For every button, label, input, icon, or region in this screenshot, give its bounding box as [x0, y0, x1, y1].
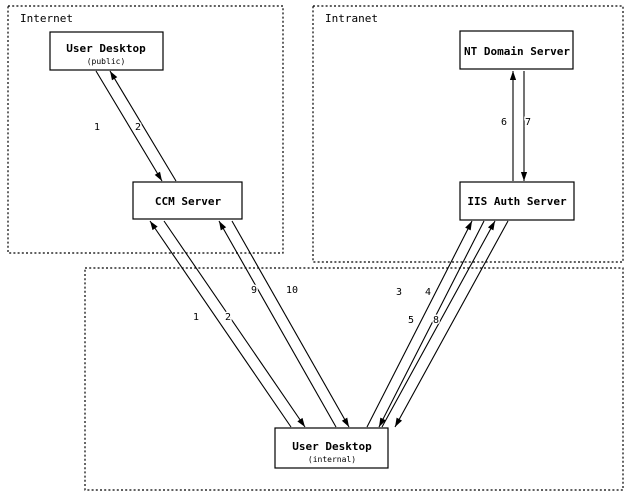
- step-label-flow-3: 3: [396, 287, 402, 298]
- arrow-head-icon-flow-4: [379, 417, 386, 427]
- arrow-head-icon-flow-6: [509, 71, 517, 80]
- step-label-flow-2-public: 2: [135, 122, 141, 133]
- connector-flow-5: [381, 220, 496, 428]
- step-label-flow-1-internal: 1: [193, 312, 199, 323]
- connector-line-flow-2-public: [109, 70, 177, 182]
- arrow-head-icon-flow-9: [219, 221, 227, 231]
- connector-flow-7: [520, 71, 528, 181]
- connector-line-flow-1-internal: [149, 220, 292, 428]
- node-ccm-server: CCM Server: [132, 181, 243, 220]
- step-label-flow-10: 10: [286, 285, 298, 296]
- arrow-head-icon-flow-5: [487, 221, 495, 231]
- arrow-head-icon-flow-1-public: [154, 171, 162, 181]
- zone-label-intranet: Intranet: [325, 12, 378, 25]
- zone-internet: Internet: [7, 5, 284, 254]
- step-label-halo-flow-1-internal: 1: [193, 312, 199, 323]
- step-label-flow-2-internal: 2: [225, 312, 231, 323]
- connector-line-flow-5: [381, 220, 496, 428]
- flows-layer: [95, 70, 528, 428]
- step-label-halo-flow-8: 8: [433, 315, 439, 326]
- step-label-flow-7: 7: [525, 117, 531, 128]
- connector-flow-1-internal: [149, 220, 292, 428]
- zone-boundary-internal-lan: [84, 267, 624, 491]
- arrow-head-icon-flow-2-public: [110, 71, 118, 81]
- node-subtitle-user-desktop-public: (public): [87, 57, 126, 66]
- connector-flow-9: [218, 220, 337, 428]
- node-iis-auth-server: IIS Auth Server: [459, 181, 575, 221]
- arrow-head-icon-flow-2-internal: [297, 417, 305, 427]
- node-subtitle-user-desktop-internal: (internal): [308, 455, 356, 464]
- connector-line-flow-3: [366, 220, 473, 428]
- connector-flow-1-public: [95, 70, 163, 182]
- step-label-halo-flow-2-internal: 2: [225, 312, 231, 323]
- step-label-flow-5: 5: [408, 315, 414, 326]
- step-label-flow-4: 4: [425, 287, 431, 298]
- step-label-halo-flow-2-public: 2: [135, 122, 141, 133]
- arrow-head-icon-flow-7: [520, 172, 528, 181]
- zone-boundary-internet: [7, 5, 284, 254]
- connector-line-flow-4: [378, 220, 485, 428]
- arrow-head-icon-flow-3: [465, 221, 472, 231]
- connector-flow-2-public: [109, 70, 177, 182]
- step-label-halo-flow-10: 10: [286, 285, 298, 296]
- connector-flow-2-internal: [163, 220, 306, 428]
- node-title-nt-domain-server: NT Domain Server: [464, 45, 570, 58]
- arrow-head-icon-flow-1-internal: [150, 221, 158, 231]
- zone-intranet: Intranet: [312, 5, 624, 263]
- node-box-iis-auth-server: [459, 181, 575, 221]
- zone-label-internet: Internet: [20, 12, 73, 25]
- step-label-flow-9: 9: [251, 285, 257, 296]
- step-label-halo-flow-6: 6: [501, 117, 507, 128]
- step-label-halo-flow-1-public: 1: [94, 122, 100, 133]
- zones-layer: Internet Intranet: [7, 5, 624, 491]
- connector-line-flow-1-public: [95, 70, 163, 182]
- connector-flow-10: [231, 220, 350, 428]
- connector-flow-8: [394, 220, 509, 428]
- connector-line-flow-8: [394, 220, 509, 428]
- node-box-user-desktop-public: [49, 31, 164, 71]
- nodes-layer: User Desktop (public) CCM Server NT Domain …: [49, 30, 575, 469]
- step-label-flow-6: 6: [501, 117, 507, 128]
- connector-line-flow-9: [218, 220, 337, 428]
- step-label-halo-flow-4: 4: [425, 287, 431, 298]
- step-label-halo-flow-9: 9: [251, 285, 257, 296]
- node-title-user-desktop-public: User Desktop: [66, 42, 146, 55]
- zone-internal-lan: [84, 267, 624, 491]
- node-title-ccm-server: CCM Server: [155, 195, 222, 208]
- connector-line-flow-10: [231, 220, 350, 428]
- step-label-halo-flow-7: 7: [525, 117, 531, 128]
- connector-flow-3: [366, 220, 473, 428]
- step-label-halo-flow-3: 3: [396, 287, 402, 298]
- connector-flow-4: [378, 220, 485, 428]
- node-title-iis-auth-server: IIS Auth Server: [467, 195, 567, 208]
- node-box-ccm-server: [132, 181, 243, 220]
- arrow-head-icon-flow-8: [395, 417, 403, 427]
- node-title-user-desktop-internal: User Desktop: [292, 440, 372, 453]
- step-label-halo-flow-5: 5: [408, 315, 414, 326]
- node-box-user-desktop-internal: [274, 427, 389, 469]
- node-nt-domain-server: NT Domain Server: [459, 30, 574, 70]
- connector-flow-6: [509, 71, 517, 181]
- step-label-flow-1-public: 1: [94, 122, 100, 133]
- step-label-flow-8: 8: [433, 315, 439, 326]
- node-user-desktop-internal: User Desktop (internal): [274, 427, 389, 469]
- node-box-nt-domain-server: [459, 30, 574, 70]
- zone-boundary-intranet: [312, 5, 624, 263]
- arrow-head-icon-flow-10: [341, 417, 349, 427]
- node-user-desktop-public: User Desktop (public): [49, 31, 164, 71]
- connector-line-flow-2-internal: [163, 220, 306, 428]
